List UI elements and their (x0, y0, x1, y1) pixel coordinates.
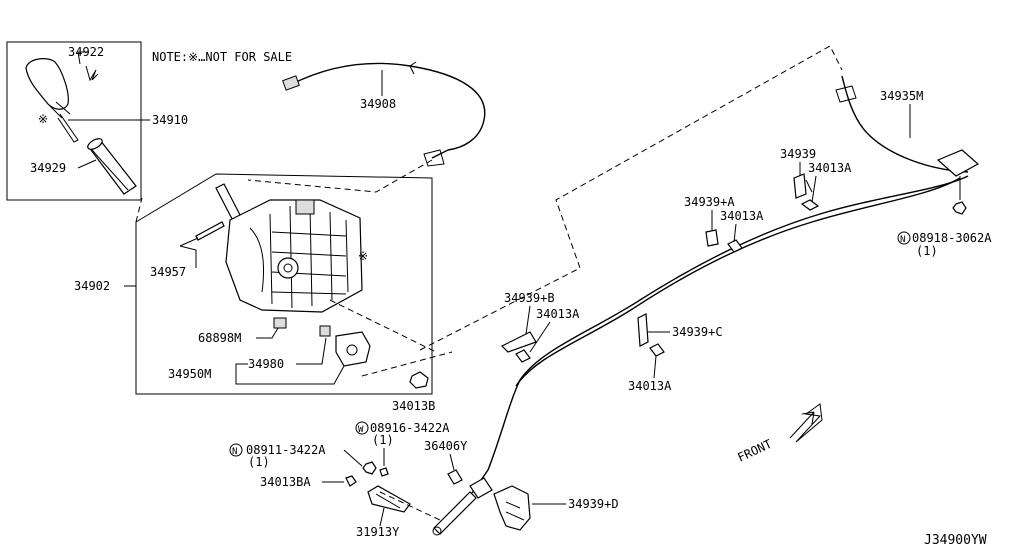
nut-34013BA (345, 475, 357, 487)
not-for-sale-mark: ※ (38, 112, 48, 126)
svg-text:W: W (358, 425, 364, 435)
not-for-sale-mark-2: ※ (358, 249, 368, 263)
part-34922: 34922 (68, 45, 104, 59)
nut-08918 (952, 201, 967, 215)
marker-W-08916 (355, 421, 369, 435)
control-housing (225, 199, 363, 313)
front-label: FRONT (735, 437, 774, 465)
part-34902: 34902 (74, 279, 110, 293)
part-36406Y: 36406Y (424, 439, 468, 453)
note-not-for-sale: NOTE:※…NOT FOR SALE (152, 50, 292, 64)
clip-36406Y (447, 469, 463, 485)
clip-68898M (273, 317, 287, 329)
bracket-31913Y (367, 485, 411, 513)
switch-34980 (319, 325, 331, 337)
bolt-34013A-c (515, 349, 531, 363)
part-08916: 08916-3422A (370, 421, 450, 435)
part-08918-qty: (1) (916, 244, 938, 258)
bolt-34013A-d (649, 343, 665, 357)
part-34935M: 34935M (880, 89, 923, 103)
front-arrow-icon (789, 411, 815, 439)
main-cable (469, 175, 969, 497)
part-34939C: 34939+C (672, 325, 723, 339)
marker-N-08918 (897, 231, 911, 245)
part-34013A-a: 34013A (808, 161, 852, 175)
shift-knob (25, 58, 69, 110)
part-34013A-d: 34013A (628, 379, 672, 393)
part-34929: 34929 (30, 161, 66, 175)
part-34013A-b: 34013A (720, 209, 764, 223)
bracket-34939D (493, 485, 531, 531)
part-34939B: 34939+B (504, 291, 555, 305)
part-31913Y: 31913Y (356, 525, 400, 539)
svg-text:N: N (900, 235, 905, 245)
bracket-34935M (936, 149, 980, 177)
bolt-34013A-a (800, 199, 820, 211)
control-device-box (135, 173, 433, 395)
nut-34013B (409, 371, 429, 389)
part-34950M: 34950M (168, 367, 211, 381)
part-68898M: 68898M (198, 331, 241, 345)
part-34908: 34908 (360, 97, 396, 111)
part-34939D: 34939+D (568, 497, 619, 511)
cable-34908 (291, 62, 486, 159)
part-34910: 34910 (152, 113, 188, 127)
diagram-code: J34900YW (924, 533, 987, 548)
bracket-34939C (637, 313, 649, 347)
part-08916-qty: (1) (372, 433, 394, 447)
part-08918: 08918-3062A (912, 231, 992, 245)
bracket-34939 (793, 173, 807, 199)
switch-34950M (335, 331, 371, 367)
part-34980: 34980 (248, 357, 284, 371)
rod-end (433, 491, 477, 535)
bolt-34013A-b (727, 239, 743, 253)
cable-34935M (841, 75, 969, 173)
part-34939A: 34939+A (684, 195, 735, 209)
washer-08916 (379, 467, 389, 477)
part-34013A-c: 34013A (536, 307, 580, 321)
bracket-34939B (500, 331, 537, 353)
marker-N-08911 (229, 443, 243, 457)
part-34957: 34957 (150, 265, 186, 279)
part-34013B: 34013B (392, 399, 435, 413)
part-34013BA: 34013BA (260, 475, 311, 489)
clip-34922 (85, 65, 99, 82)
part-34939: 34939 (780, 147, 816, 161)
knob-assembly-box (6, 41, 142, 201)
pin-34957 (195, 221, 225, 241)
nut-08911 (362, 461, 377, 475)
bracket-34939A (705, 229, 719, 247)
cable-34908-end (282, 75, 300, 91)
part-08911: 08911-3422A (246, 443, 326, 457)
svg-text:N: N (232, 447, 237, 457)
part-08911-qty: (1) (248, 455, 270, 469)
